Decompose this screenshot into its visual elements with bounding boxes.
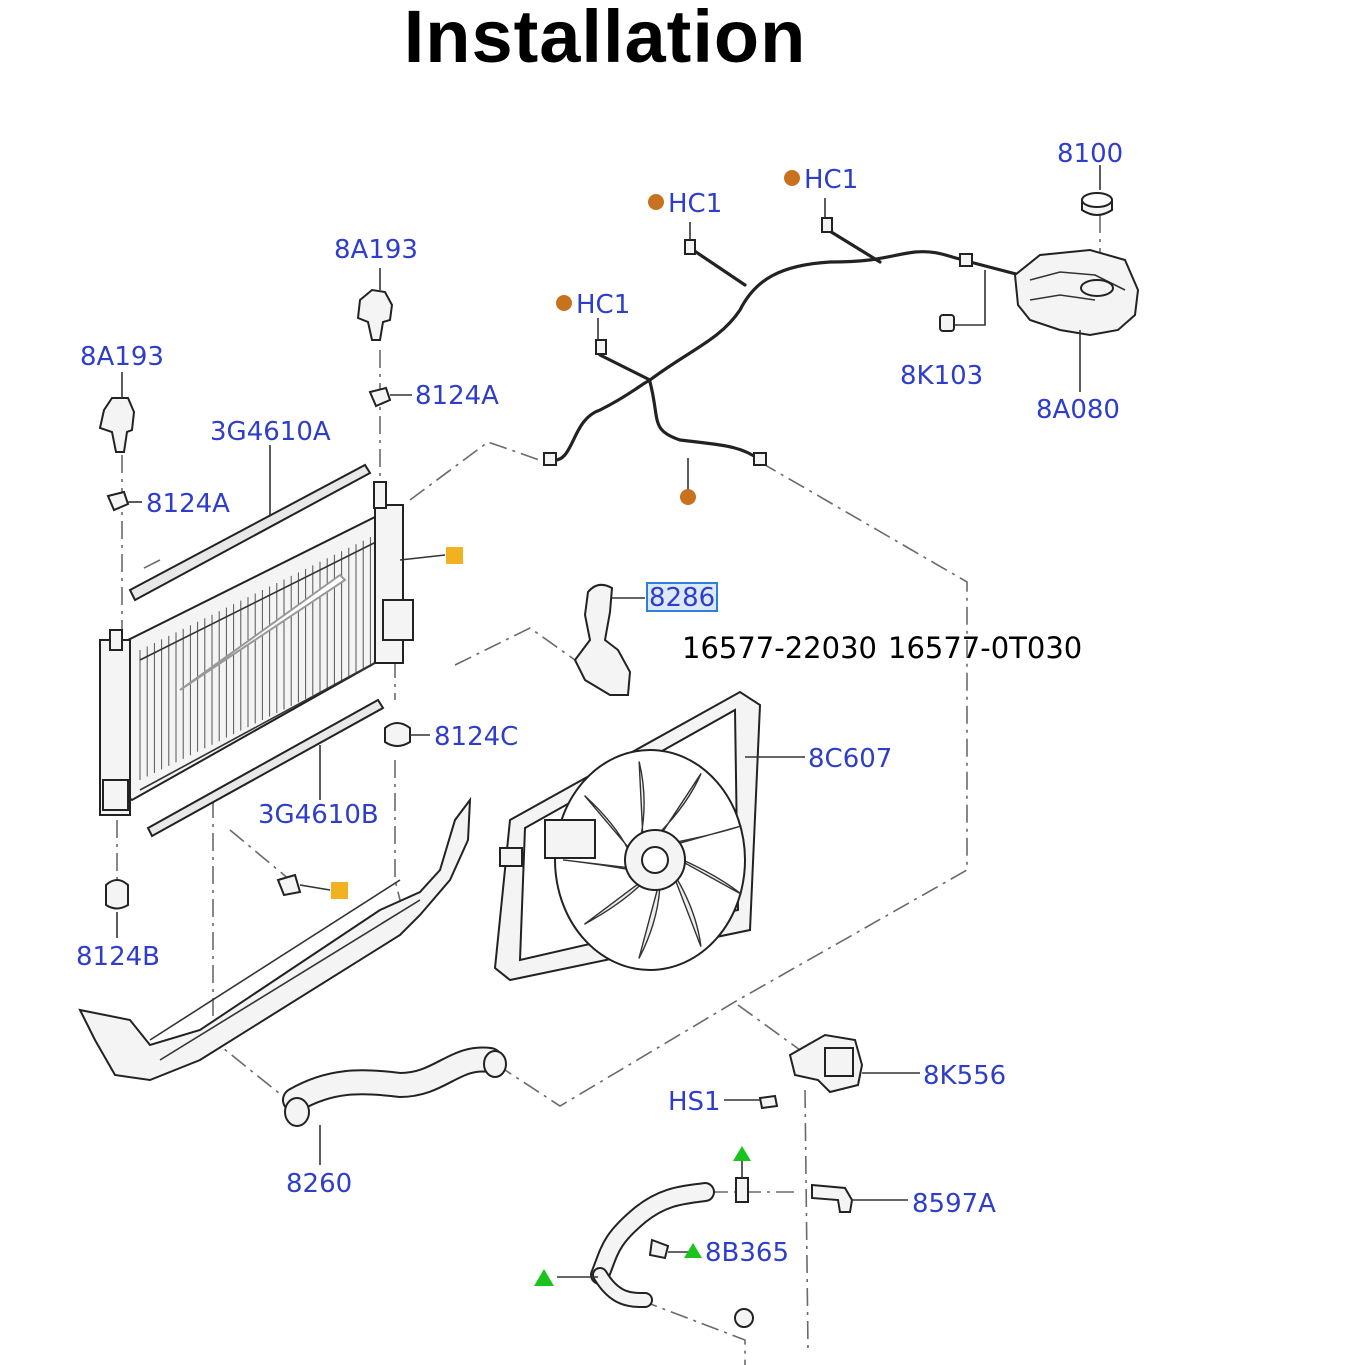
label-3g4610a: 3G4610A: [210, 417, 331, 447]
label-3g4610b: 3G4610B: [258, 800, 379, 830]
part-labels: HC1 HC1 HC1 8100 8A193 8A193 8124A 8124A…: [76, 139, 1123, 1268]
orange-dot-hose: [680, 489, 696, 505]
label-hc1-c: HC1: [576, 290, 630, 320]
yellow-square-lower: [331, 882, 348, 899]
lower-radiator-hose: [282, 1046, 507, 1127]
orange-dot-hc1-a: [648, 194, 664, 210]
label-8a193-top: 8A193: [334, 235, 418, 265]
orange-dot-hc1-b: [784, 170, 800, 186]
label-8k556: 8K556: [923, 1061, 1006, 1091]
air-deflector: [573, 583, 632, 696]
orange-dot-hc1-c: [556, 295, 572, 311]
label-8a193-left: 8A193: [80, 342, 164, 372]
label-hc1-b: HC1: [804, 165, 858, 195]
coolant-expansion-tank: [1013, 165, 1140, 392]
label-8597a: 8597A: [912, 1189, 996, 1219]
label-8124a-left: 8124A: [146, 489, 230, 519]
label-8124a-top: 8124A: [415, 381, 499, 411]
fan-shroud-assembly: [493, 690, 762, 982]
label-8100: 8100: [1057, 139, 1123, 169]
lower-crossmember: [78, 796, 472, 1082]
green-triangle-left: [534, 1269, 554, 1286]
leader-lines: [116, 268, 920, 1278]
thermostat-housing: [758, 1033, 864, 1110]
label-8c607: 8C607: [808, 744, 892, 774]
green-triangle-top: [733, 1146, 751, 1161]
label-8286: 8286: [649, 583, 715, 613]
radiator: [99, 481, 414, 816]
torque-symbols: [331, 170, 800, 1286]
label-8124b: 8124B: [76, 942, 160, 972]
radiator-seal-upper: [128, 463, 372, 602]
label-8260: 8260: [286, 1169, 352, 1199]
page-title: Installation: [403, 0, 807, 78]
part-number-2: 16577-0T030: [888, 631, 1082, 665]
label-8k103: 8K103: [900, 361, 983, 391]
yellow-square-upper: [446, 547, 463, 564]
label-8b365: 8B365: [705, 1238, 789, 1268]
heater-hoses: [590, 1177, 854, 1328]
degas-hose-harness: [543, 198, 1022, 490]
label-8a080: 8A080: [1036, 395, 1120, 425]
green-triangle-8b365: [684, 1243, 702, 1258]
highlight-8286: [646, 582, 718, 612]
part-number-1: 16577-22030: [682, 631, 877, 665]
label-hs1: HS1: [668, 1087, 721, 1117]
label-8124c: 8124C: [434, 722, 518, 752]
radiator-seal-lower: [146, 698, 385, 838]
coolant-tank-cap: [1081, 192, 1113, 216]
label-hc1-a: HC1: [668, 189, 722, 219]
